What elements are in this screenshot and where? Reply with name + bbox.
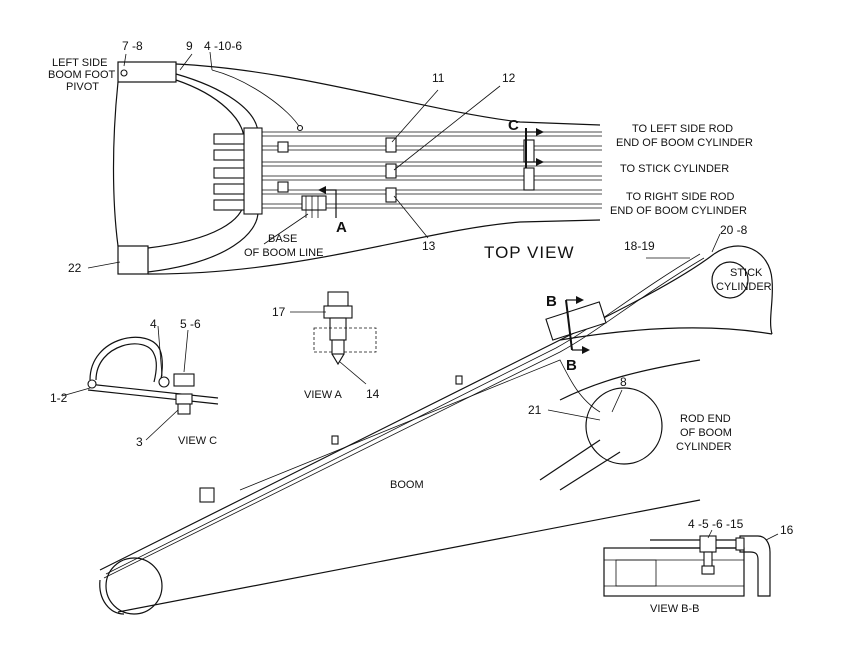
callout-17: 17 — [272, 305, 286, 319]
boom-hose-3 — [239, 359, 601, 491]
section-b-bottom-label: B — [566, 357, 577, 374]
clamps — [277, 137, 535, 203]
leader-9 — [179, 53, 193, 71]
boom-side-view — [99, 233, 774, 615]
section-c-label: C — [508, 117, 519, 134]
view-a-hardware — [301, 195, 327, 218]
leader-22 — [87, 261, 121, 269]
frame-arm-upper-outer — [175, 73, 259, 133]
label-base: BASE — [268, 233, 297, 245]
title-view-a: VIEW A — [304, 389, 343, 401]
section-arrow-a: A — [318, 186, 347, 236]
label-boom-foot: BOOM FOOT — [48, 69, 116, 81]
callout-14: 14 — [366, 387, 380, 401]
boom-hose-1 — [103, 257, 705, 579]
view-bb-drawing — [603, 529, 779, 597]
callout-8: 8 — [620, 375, 627, 389]
pivot-bolt — [120, 69, 128, 77]
section-arrow-c: C — [508, 117, 544, 168]
label-rod-end: ROD END — [680, 413, 731, 425]
title-view-c: VIEW C — [178, 435, 217, 447]
callout-11: 11 — [432, 71, 445, 85]
label-to-left-rod: TO LEFT SIDE ROD — [632, 123, 733, 135]
callout-13: 13 — [422, 239, 436, 253]
label-to-left-rod-end: END OF BOOM CYLINDER — [616, 137, 753, 149]
callout-9: 9 — [186, 39, 193, 53]
section-b-top-label: B — [546, 293, 557, 310]
frame-arm-upper-inner — [175, 79, 245, 141]
frame-lower-edge — [147, 219, 601, 275]
rod-end-circle — [585, 387, 663, 465]
label-pivot: PIVOT — [66, 81, 99, 93]
stick-pin-circle — [711, 261, 749, 299]
callout-5-6: 5 -6 — [180, 317, 201, 331]
callout-18-19: 18-19 — [624, 239, 655, 253]
cable-4-10-6 — [211, 69, 301, 129]
boom-top-curve — [559, 327, 773, 341]
section-a-label: A — [336, 219, 347, 236]
callout-22: 22 — [68, 261, 82, 275]
frame-upper-edge — [175, 63, 601, 126]
callout-4-10-6: 4 -10-6 — [204, 39, 242, 53]
callout-4-5-6-15: 4 -5 -6 -15 — [688, 517, 744, 531]
label-stick: STICK — [730, 267, 763, 279]
leader-13 — [393, 195, 429, 239]
boom-foot-pivot-lower — [117, 245, 149, 275]
boom-foot-pivot-upper — [117, 61, 177, 83]
callout-21: 21 — [528, 403, 542, 417]
rod-line-2 — [559, 451, 621, 491]
callout-7-8: 7 -8 — [122, 39, 143, 53]
cable-clip — [296, 124, 304, 132]
callout-16: 16 — [780, 523, 794, 537]
boom-lower-edge — [117, 499, 701, 613]
callout-4-view-c: 4 — [150, 317, 157, 331]
leader-12 — [393, 85, 501, 171]
leader-11 — [391, 89, 439, 143]
title-top-view: TOP VIEW — [484, 243, 575, 262]
boom-hose-2 — [105, 253, 701, 575]
top-view-drawing: A C — [87, 51, 602, 275]
callout-1-2: 1-2 — [50, 391, 68, 405]
label-left-side: LEFT SIDE — [52, 57, 107, 69]
boom-mid-curve — [559, 359, 701, 401]
label-of-boom-line: OF BOOM LINE — [244, 247, 323, 259]
leader-base — [263, 213, 309, 245]
boom-upper-edge — [99, 253, 715, 571]
frame-back — [112, 81, 119, 247]
view-c-drawing — [61, 325, 219, 441]
callout-3: 3 — [136, 435, 143, 449]
rod-line-1 — [539, 439, 601, 481]
title-view-bb: VIEW B-B — [650, 603, 700, 615]
leader-7-8 — [123, 53, 127, 67]
label-stick-cylinder: CYLINDER — [716, 281, 772, 293]
label-to-right-rod: TO RIGHT SIDE ROD — [626, 191, 734, 203]
view-bb-plate — [603, 547, 745, 597]
fitting-block — [243, 127, 263, 215]
label-to-right-rod-end: END OF BOOM CYLINDER — [610, 205, 747, 217]
fittings-left — [213, 133, 245, 211]
section-line-b — [565, 299, 573, 351]
view-a-drawing — [290, 291, 377, 385]
callout-20-8: 20 -8 — [720, 223, 748, 237]
stick-end — [713, 245, 774, 335]
frame-arm-lower-outer — [147, 211, 259, 273]
label-rod-end-cylinder: CYLINDER — [676, 441, 732, 453]
boom-nose — [99, 579, 125, 615]
leader-4-10-6 — [209, 51, 213, 71]
label-boom: BOOM — [390, 479, 424, 491]
label-of-boom: OF BOOM — [680, 427, 732, 439]
boom-foot-circle — [105, 557, 163, 615]
elbow-fitting — [739, 535, 771, 597]
callout-12: 12 — [502, 71, 516, 85]
label-to-stick: TO STICK CYLINDER — [620, 163, 729, 175]
